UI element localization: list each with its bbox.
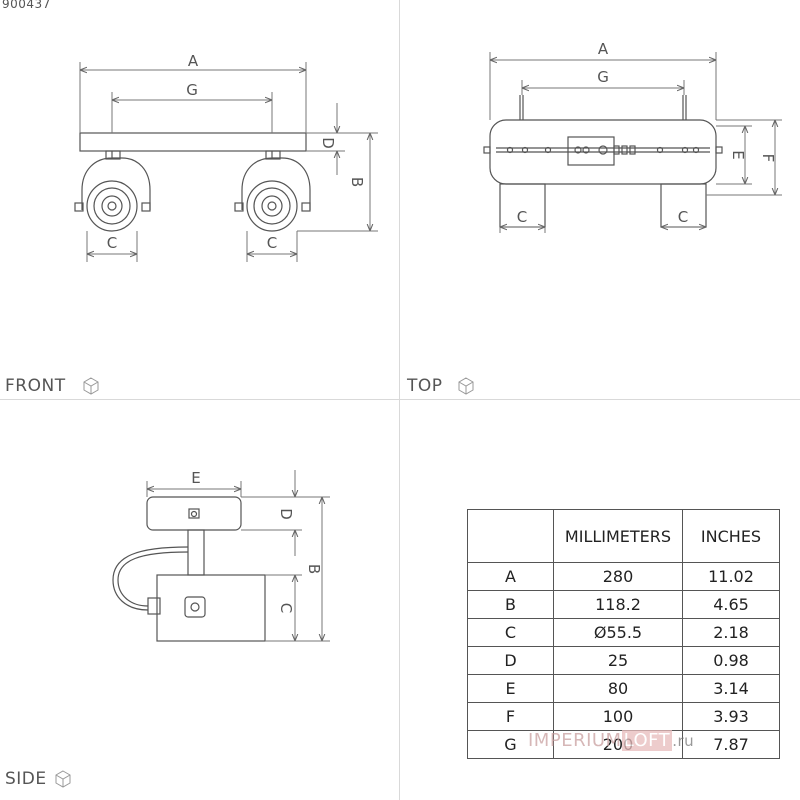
label-c-front-left: C: [107, 234, 117, 252]
top-dimensions: [489, 52, 782, 233]
table-row: A 280 11.02: [467, 562, 780, 591]
front-left-lamp-core: [107, 201, 117, 211]
front-left-bracket: [81, 151, 151, 210]
table-header-row: MILLIMETERS INCHES: [467, 509, 780, 563]
side-lamp-body: [156, 574, 266, 642]
row-label: A: [467, 562, 554, 591]
cube-icon: [458, 377, 474, 395]
table-header-cell: INCHES: [682, 509, 780, 563]
product-id: 900437: [2, 0, 51, 11]
label-e-side: E: [191, 469, 200, 487]
front-left-lamp-outer: [86, 180, 138, 232]
front-right-lamp-outer: [246, 180, 298, 232]
label-c-side: C: [277, 603, 295, 613]
front-right-bracket: [241, 151, 311, 210]
row-in: 3.93: [682, 702, 780, 731]
table-row: D 25 0.98: [467, 646, 780, 675]
front-left-knob-l: [74, 202, 84, 212]
label-e-top: E: [729, 150, 747, 159]
side-joint: [184, 596, 206, 618]
row-label: C: [467, 618, 554, 647]
side-plate: [146, 496, 242, 531]
label-c-front-right: C: [267, 234, 277, 252]
table-header-cell: [467, 509, 554, 563]
row-mm: Ø55.5: [553, 618, 683, 647]
row-in: 2.18: [682, 618, 780, 647]
label-g-front: G: [186, 81, 198, 99]
label-d-side: D: [277, 508, 295, 520]
label-b-front: B: [348, 177, 366, 187]
side-cable-gland: [147, 597, 161, 615]
front-left-knob-r: [141, 202, 151, 212]
label-a-front: A: [188, 52, 199, 70]
front-right-lamp-core: [267, 201, 277, 211]
table-row: E 80 3.14: [467, 674, 780, 703]
label-c-top-left: C: [517, 208, 527, 226]
label-d-front: D: [319, 137, 337, 149]
front-left-lamp-inner: [101, 195, 123, 217]
row-mm: 280: [553, 562, 683, 591]
front-left-lamp-mid: [93, 187, 131, 225]
table-header-cell: MILLIMETERS: [553, 509, 683, 563]
row-mm: 25: [553, 646, 683, 675]
row-in: 11.02: [682, 562, 780, 591]
side-dimensions: [146, 470, 330, 642]
front-right-bracket-top: [265, 150, 281, 160]
front-right-lamp-inner: [261, 195, 283, 217]
row-label: E: [467, 674, 554, 703]
front-view-drawing: [74, 132, 311, 232]
row-mm: 100: [553, 702, 683, 731]
watermark-highlight: LOFT: [621, 730, 673, 751]
front-left-bracket-top: [105, 150, 121, 160]
cube-icon: [55, 770, 71, 788]
row-in: 0.98: [682, 646, 780, 675]
vertical-divider: [399, 0, 400, 800]
label-g-top: G: [597, 68, 609, 86]
front-right-knob-r: [301, 202, 311, 212]
top-view-label: TOP: [407, 376, 443, 396]
row-label: B: [467, 590, 554, 619]
row-in: 3.14: [682, 674, 780, 703]
row-label: F: [467, 702, 554, 731]
watermark-tld: .ru: [672, 732, 695, 750]
front-right-lamp-mid: [253, 187, 291, 225]
horizontal-divider: [0, 399, 800, 400]
front-view-label: FRONT: [5, 376, 66, 396]
front-mount-bar: [79, 132, 307, 152]
dimensions-table: MILLIMETERS INCHES A 280 11.02 B 118.2 4…: [467, 509, 780, 759]
watermark-brand: IMPERIUM: [528, 730, 622, 751]
cube-icon: [83, 377, 99, 395]
label-b-side: B: [305, 564, 323, 574]
side-stem: [187, 529, 205, 576]
side-view-label: SIDE: [5, 769, 47, 789]
row-in: 7.87: [682, 730, 780, 759]
row-label: G: [467, 730, 554, 759]
row-label: D: [467, 646, 554, 675]
label-a-top: A: [598, 40, 609, 58]
row-mm: 80: [553, 674, 683, 703]
table-row: F 100 3.93: [467, 702, 780, 731]
table-row: B 118.2 4.65: [467, 590, 780, 619]
row-mm: 118.2: [553, 590, 683, 619]
side-view-drawing: [112, 496, 266, 642]
front-right-knob-l: [234, 202, 244, 212]
table-row: C Ø55.5 2.18: [467, 618, 780, 647]
front-dimensions: [79, 62, 378, 262]
label-f-top: F: [759, 154, 777, 163]
row-in: 4.65: [682, 590, 780, 619]
side-cable: [117, 551, 189, 607]
label-c-top-right: C: [678, 208, 688, 226]
